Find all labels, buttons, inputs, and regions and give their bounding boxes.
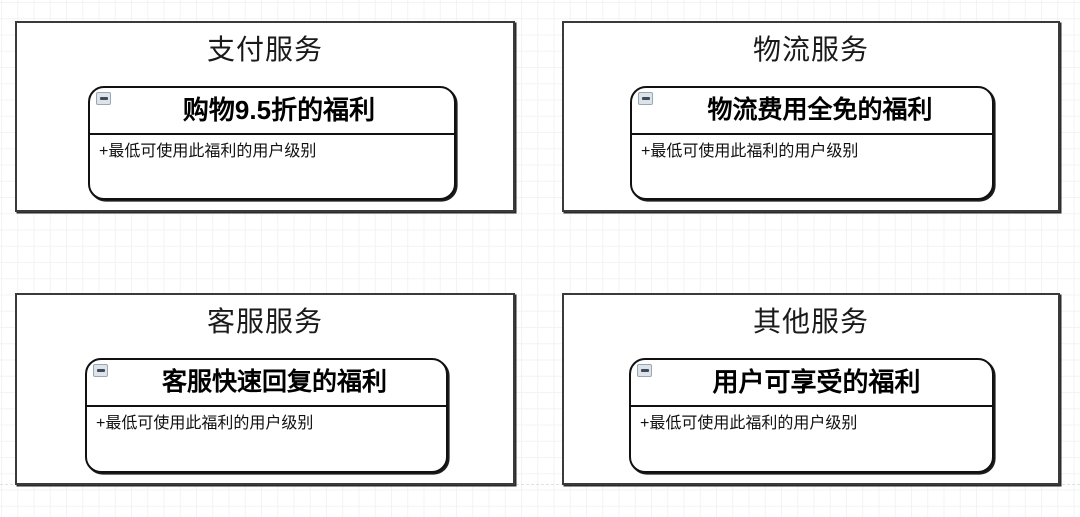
benefit-card[interactable]: 客服快速回复的福利 +最低可使用此福利的用户级别 [85,358,448,473]
benefit-card-header[interactable]: 用户可享受的福利 [631,360,992,407]
benefit-card-header[interactable]: 物流费用全免的福利 [632,88,992,135]
benefit-card[interactable]: 用户可享受的福利 +最低可使用此福利的用户级别 [629,358,994,473]
collapse-minus-icon[interactable] [637,364,652,377]
benefit-attribute-row[interactable]: +最低可使用此福利的用户级别 [99,143,317,160]
panel-title: 其他服务 [752,306,869,337]
collapse-minus-icon[interactable] [96,92,111,105]
collapse-minus-icon[interactable] [638,92,653,105]
collapse-minus-icon[interactable] [93,364,108,377]
minus-bar [96,369,105,372]
service-group-panel[interactable]: 其他服务 用户可享受的福利 +最低可使用此福利的用户级别 [562,293,1060,485]
minus-bar [99,97,108,100]
benefit-attribute-row[interactable]: +最低可使用此福利的用户级别 [641,143,859,160]
benefit-card[interactable]: 物流费用全免的福利 +最低可使用此福利的用户级别 [630,86,994,200]
service-group-panel[interactable]: 支付服务 购物9.5折的福利 +最低可使用此福利的用户级别 [15,21,515,212]
benefit-card[interactable]: 购物9.5折的福利 +最低可使用此福利的用户级别 [88,86,456,200]
service-group-panel[interactable]: 物流服务 物流费用全免的福利 +最低可使用此福利的用户级别 [562,21,1060,212]
service-group-panel[interactable]: 客服服务 客服快速回复的福利 +最低可使用此福利的用户级别 [15,293,515,485]
benefit-attribute-row[interactable]: +最低可使用此福利的用户级别 [640,415,858,432]
benefit-card-body: +最低可使用此福利的用户级别 [631,407,992,435]
benefit-card-body: +最低可使用此福利的用户级别 [90,135,454,163]
benefit-card-body: +最低可使用此福利的用户级别 [87,407,446,435]
panel-title: 客服服务 [206,306,323,337]
panel-title: 物流服务 [752,34,869,65]
benefit-attribute-row[interactable]: +最低可使用此福利的用户级别 [96,415,314,432]
minus-bar [640,369,649,372]
benefit-card-body: +最低可使用此福利的用户级别 [632,135,992,163]
alignment-guide-line [0,484,1080,485]
benefit-card-title: 物流费用全免的福利 [707,96,933,124]
benefit-card-title: 购物9.5折的福利 [182,95,376,125]
benefit-card-title: 客服快速回复的福利 [161,368,387,396]
benefit-card-header[interactable]: 客服快速回复的福利 [87,360,446,407]
benefit-card-header[interactable]: 购物9.5折的福利 [90,88,454,135]
benefit-card-title: 用户可享受的福利 [712,367,921,397]
panel-title: 支付服务 [206,34,323,65]
minus-bar [641,97,650,100]
